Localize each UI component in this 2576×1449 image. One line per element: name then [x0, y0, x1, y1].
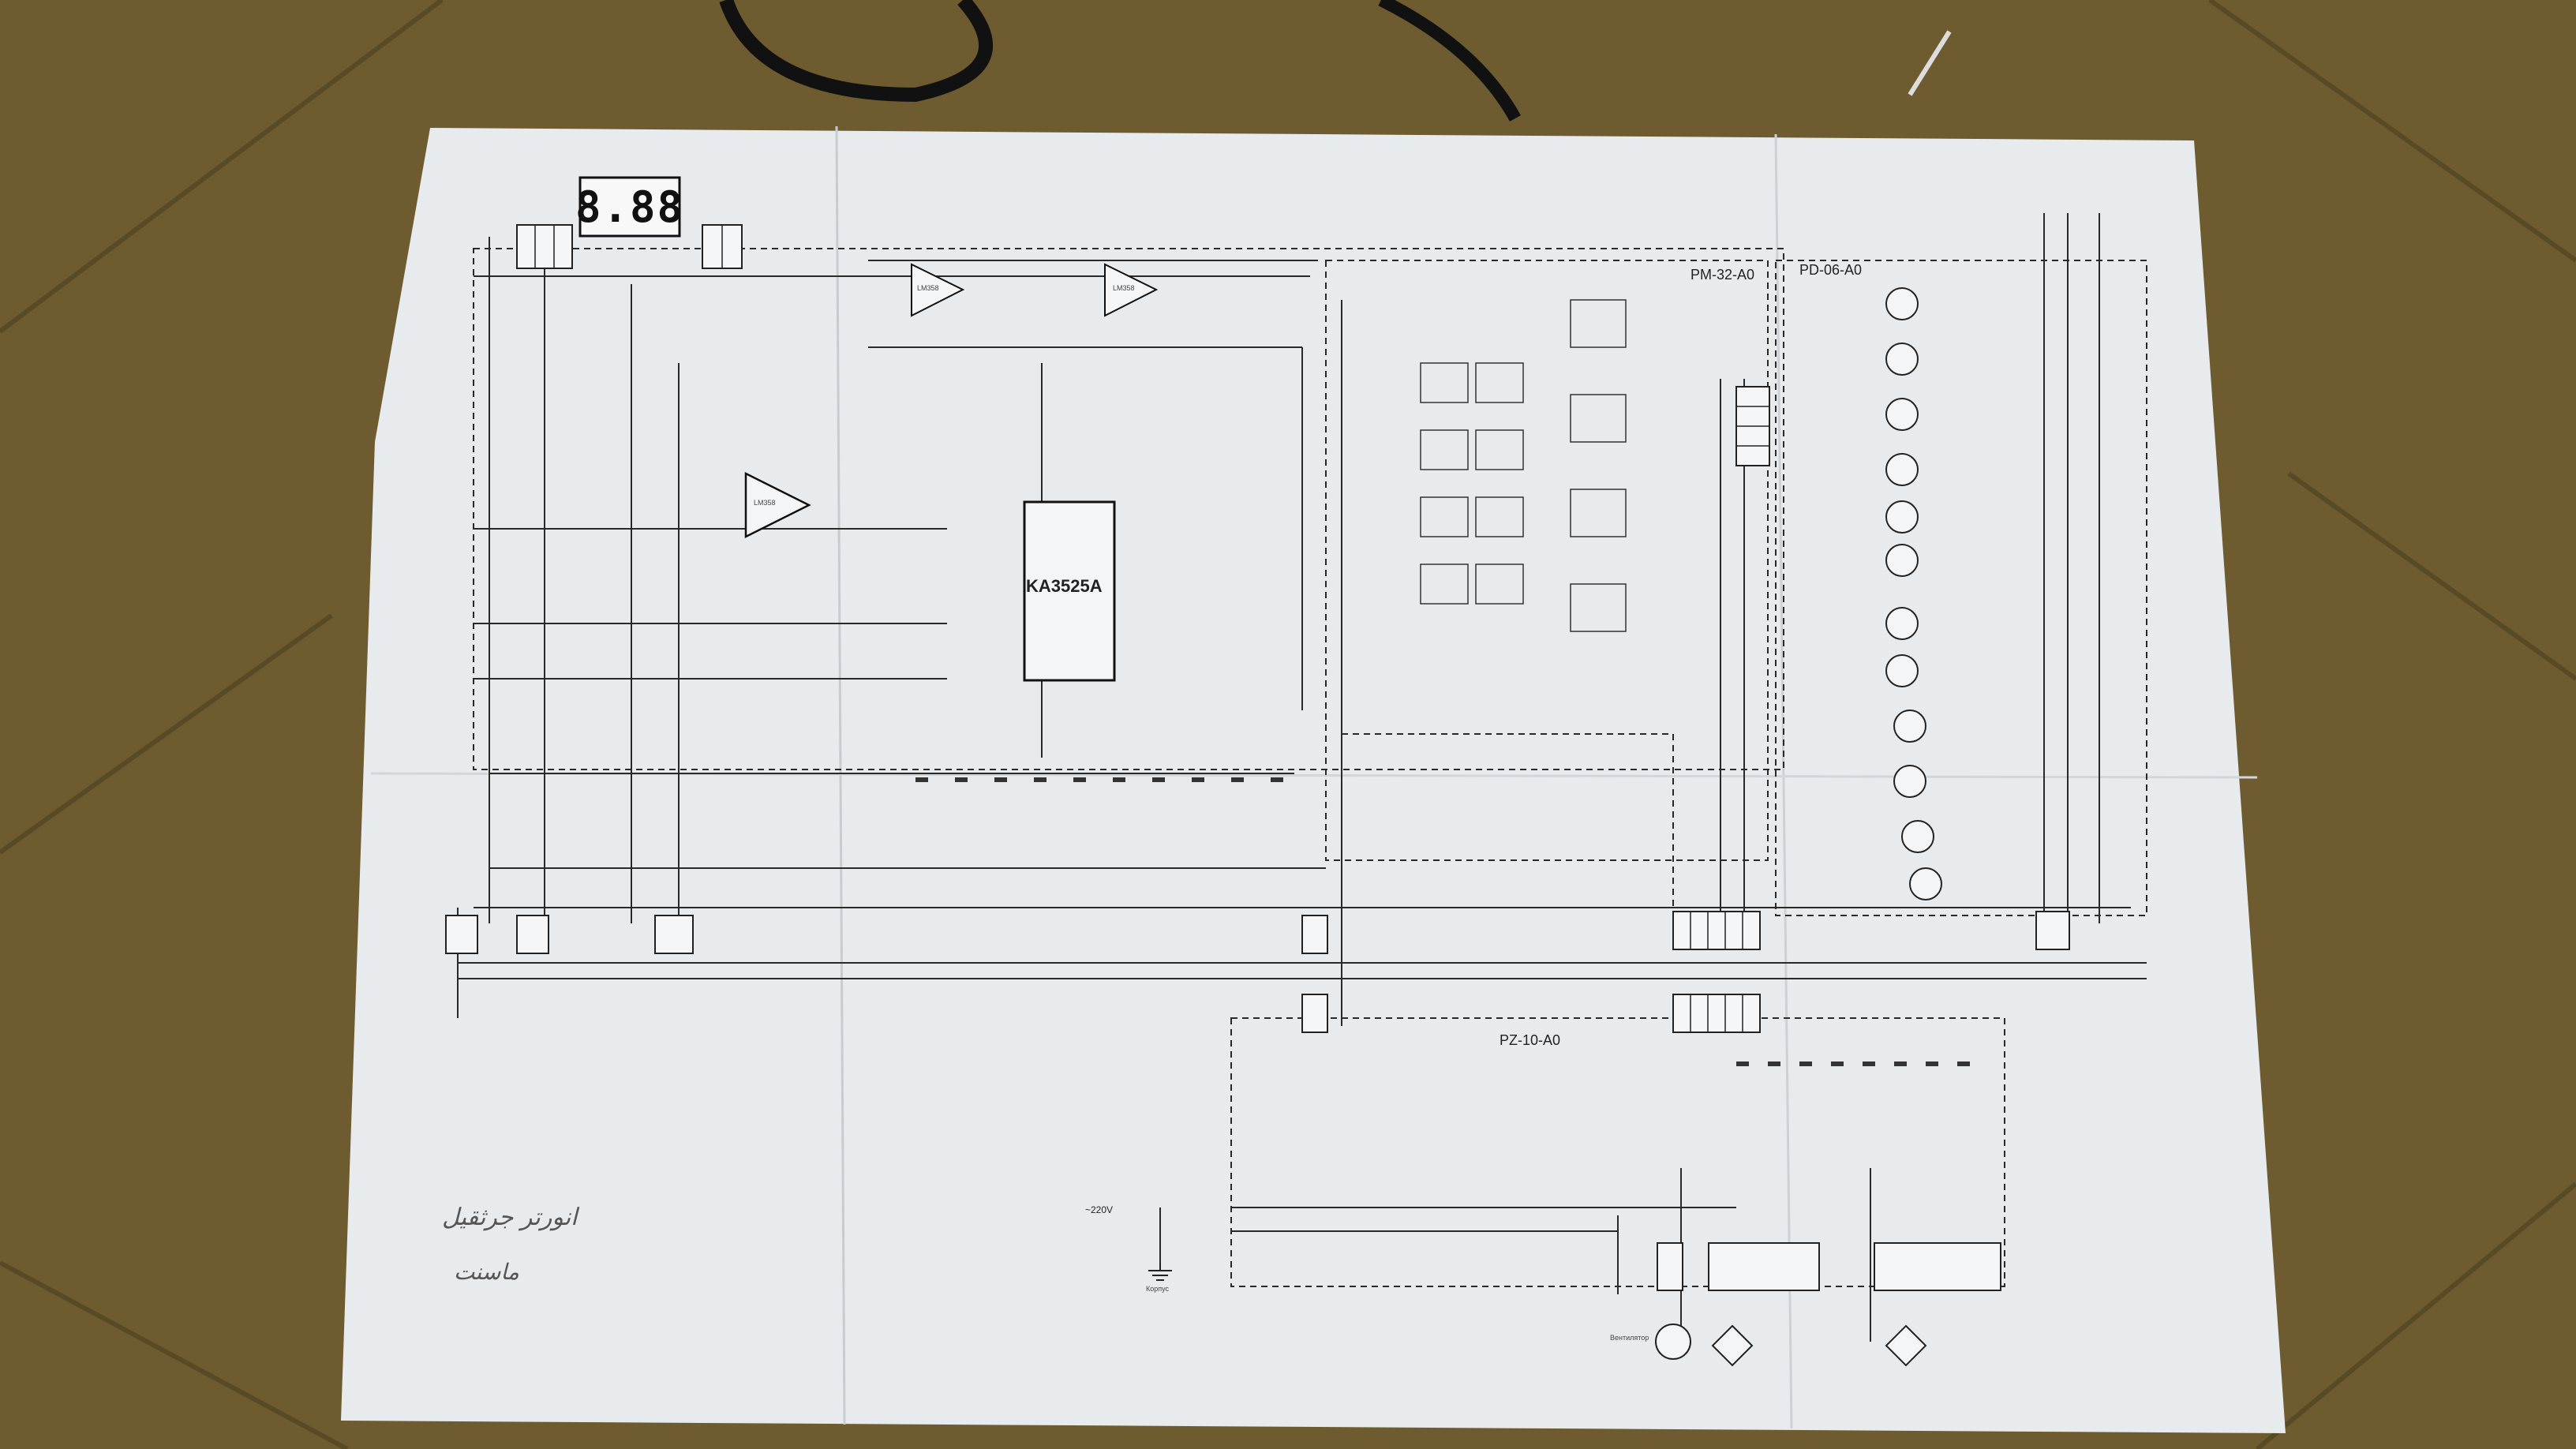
pwm-chip-label: KA3525A	[1026, 576, 1103, 596]
seven-segment-display: 8.88	[575, 182, 685, 232]
power-module-label: PM-32-A0	[1690, 267, 1755, 283]
handwritten-note-line1: انورتر جرثقيل	[442, 1204, 578, 1231]
buffer-right-symbol	[1104, 263, 1159, 317]
handwritten-note-line2: ماسنت	[454, 1259, 519, 1285]
display-box	[578, 176, 681, 238]
fan-motor-symbol	[1655, 1324, 1691, 1360]
fan-motor-label: Вентилятор	[1610, 1334, 1649, 1342]
opamp-symbol	[744, 471, 811, 539]
diode-module-label: PD-06-A0	[1799, 262, 1863, 278]
paper	[341, 128, 2286, 1433]
relay-module-label: PZ-10-A0	[1500, 1032, 1561, 1048]
buffer-left-label: LM358	[917, 284, 939, 292]
buffer-left-symbol	[911, 263, 965, 317]
ground-label: Корпус	[1146, 1285, 1170, 1293]
bridge-right-symbol	[1885, 1324, 1927, 1367]
supply-label: ~220V	[1085, 1204, 1114, 1215]
opamp-label: LM358	[754, 499, 776, 507]
bridge-left-symbol	[1711, 1324, 1754, 1367]
buffer-right-label: LM358	[1113, 284, 1135, 292]
ground-symbol	[1148, 1263, 1172, 1281]
pwm-chip-body	[1023, 500, 1116, 682]
